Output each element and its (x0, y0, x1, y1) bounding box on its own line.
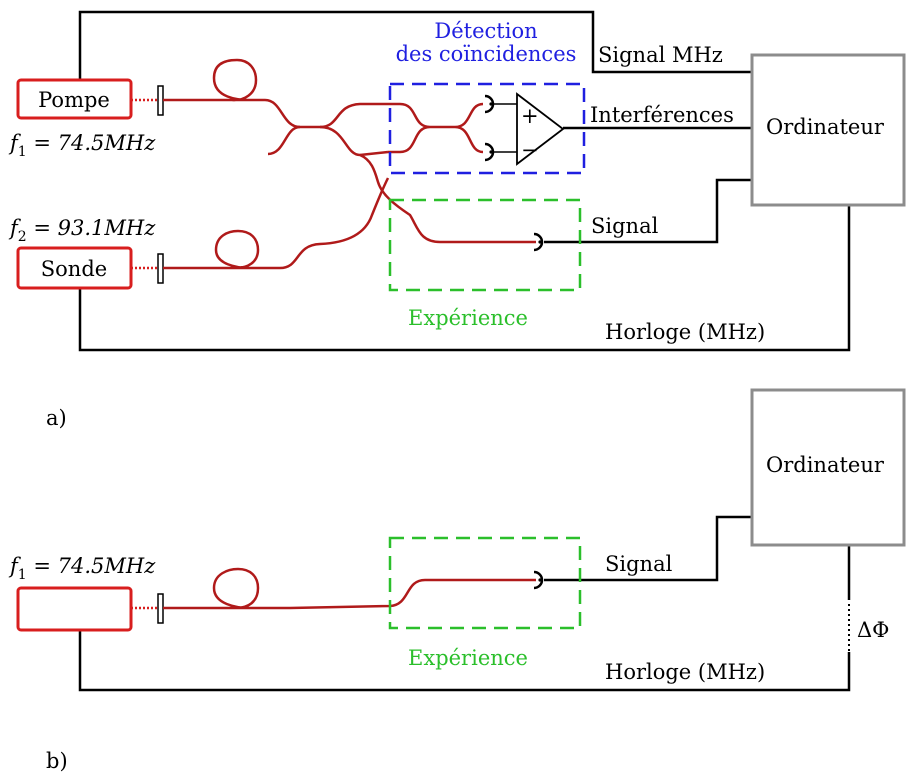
crossing-fiber (319, 125, 536, 244)
experience-label-b: Expérience (408, 646, 528, 670)
pump-polarizer (157, 85, 164, 116)
experience-box-b (388, 536, 582, 630)
differential-amplifier (516, 92, 565, 166)
clock-label-b: Horloge (MHz) (605, 660, 765, 684)
probe-polarizer (157, 253, 164, 284)
panel-a-label: a) (46, 406, 67, 430)
clock-label-a: Horloge (MHz) (605, 320, 765, 344)
computer-label-b: Ordinateur (766, 453, 885, 477)
computer-box-a (750, 53, 906, 207)
clock-wire-a (78, 205, 851, 352)
photodiode-2-dot (489, 150, 493, 154)
fiber-b (163, 567, 536, 610)
coupler-arm-1 (267, 125, 301, 156)
photodiode-2-icon (484, 142, 495, 162)
detection-input (359, 150, 389, 157)
pump-label: Pompe (38, 88, 110, 112)
panel-b: f1 = 74.5MHz Expérience Signal Horloge (… (8, 388, 906, 773)
polarizer-b (157, 593, 164, 624)
pump-fiber (163, 58, 388, 129)
signal-label-b: Signal (605, 552, 673, 576)
signal-mhz-label: Signal MHz (598, 43, 723, 67)
probe-fiber (163, 177, 390, 270)
signal-wire-a (544, 178, 752, 244)
interferences-label: Interférences (590, 103, 734, 127)
detection-title-line1: Détection (434, 19, 537, 43)
panel-a: Pompe Sonde f1 = 74.5MHz f2 = 93.1MHz + (8, 10, 906, 430)
detection-title-line2: des coïncidences (396, 42, 577, 66)
clock-wire-b (78, 630, 851, 692)
experience-box-a (388, 198, 582, 292)
detection-coupler (388, 102, 484, 154)
f1-label-a: f1 = 74.5MHz (8, 131, 156, 160)
photodiode-b-dot (538, 578, 542, 582)
photodiode-1-dot (489, 102, 493, 106)
photodiode-1-icon (484, 94, 495, 114)
computer-label-a: Ordinateur (766, 115, 885, 139)
signal-mhz-wire (78, 10, 752, 87)
signal-label-a: Signal (591, 214, 659, 238)
amplifier-plus: + (521, 104, 539, 128)
computer-box-b (750, 388, 906, 547)
signal-wire-b (544, 515, 752, 582)
detection-box (388, 82, 586, 175)
photodiode-exp-dot (538, 240, 542, 244)
f2-label-a: f2 = 93.1MHz (8, 216, 156, 245)
panel-b-label: b) (46, 749, 68, 773)
f1-label-b: f1 = 74.5MHz (8, 554, 156, 583)
probe-label: Sonde (41, 257, 107, 281)
laser-box-b (16, 586, 133, 632)
experience-label-a: Expérience (408, 306, 528, 330)
photodiode-b-icon (533, 570, 544, 590)
photodiode-exp-icon (533, 232, 544, 252)
phase-label: ΔΦ (857, 618, 889, 642)
amplifier-minus: − (521, 138, 539, 162)
